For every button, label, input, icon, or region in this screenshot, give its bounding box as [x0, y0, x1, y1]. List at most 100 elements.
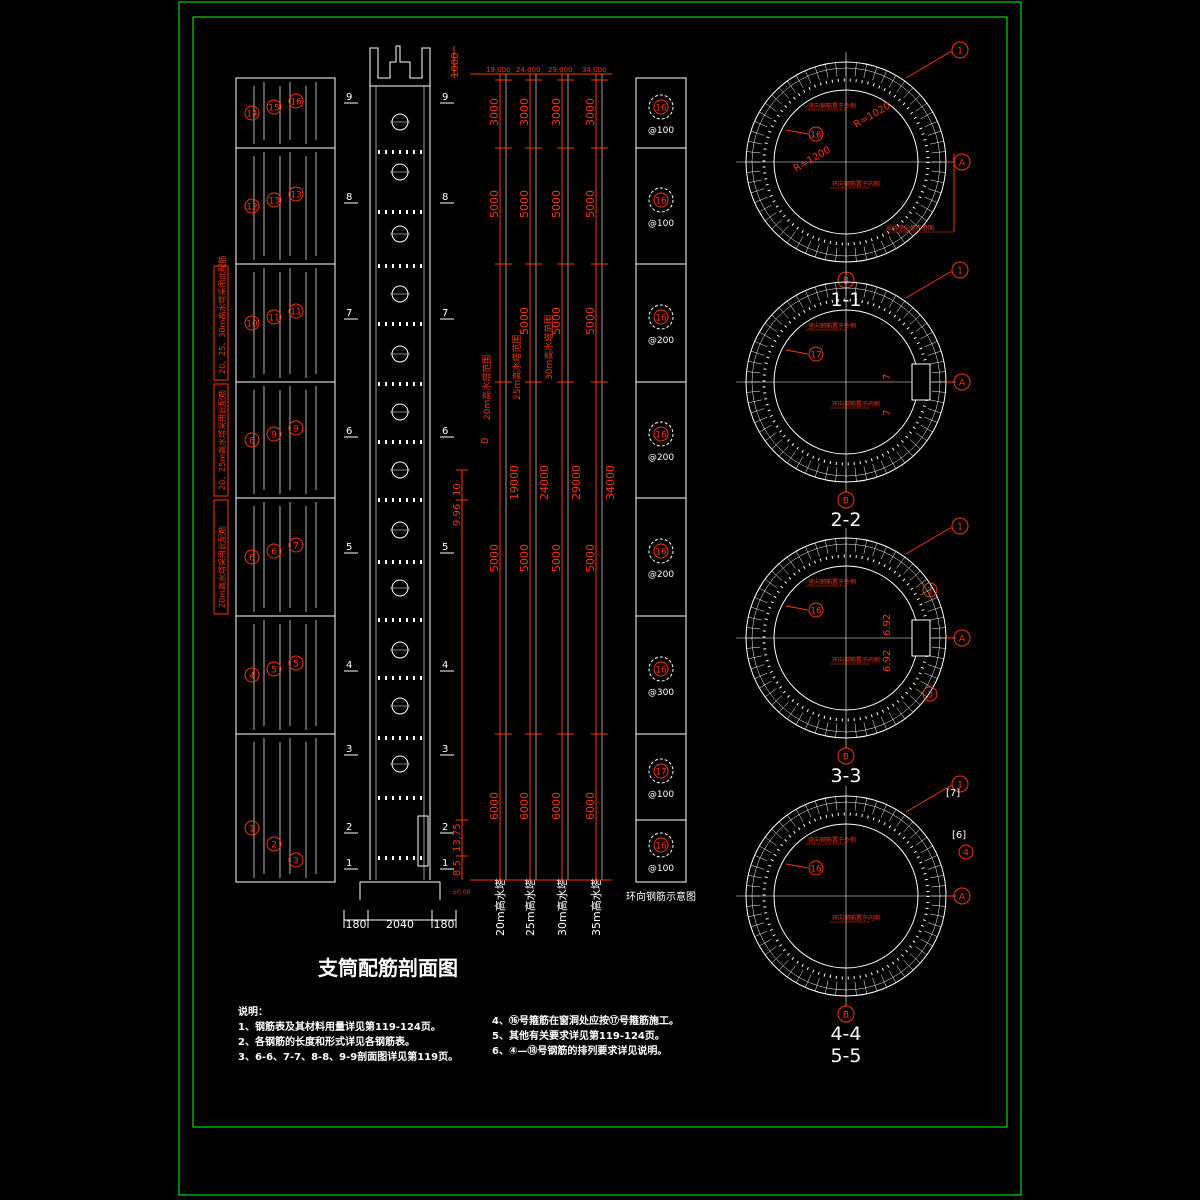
rebar-dot: [378, 150, 380, 154]
gap-dim: 6.92: [882, 650, 893, 672]
rebar-dot: [392, 618, 394, 622]
radial-rebar: [748, 874, 762, 879]
axis-b-number: B: [843, 497, 849, 507]
rebar-dot: [420, 560, 422, 564]
rebar-dot: [392, 322, 394, 326]
rebar-dot: [420, 440, 422, 444]
bar-callout-number: 2: [271, 841, 277, 851]
rebar-dot: [378, 618, 380, 622]
radial-rebar: [814, 463, 820, 478]
rebar-dot: [406, 322, 408, 326]
radial-rebar: [896, 556, 905, 569]
radial-rebar: [909, 953, 921, 964]
rebar-dot: [378, 210, 380, 214]
rebar-dot: [399, 618, 401, 622]
radial-rebar: [909, 828, 921, 839]
column-caption: 25m高水塔: [523, 878, 537, 936]
bar-callout-number: 10: [246, 320, 258, 330]
level-label: 34.000: [582, 66, 607, 74]
group-bracket: [213, 383, 229, 497]
radial-rebar: [764, 432, 777, 441]
radial-rebar: [931, 151, 946, 154]
hoop-spacing: @300: [648, 688, 674, 698]
radial-rebar: [920, 204, 933, 213]
bar-callout-circle: [288, 655, 304, 671]
radial-rebar: [896, 965, 905, 978]
radial-rebar: [927, 130, 942, 136]
radial-rebar: [764, 579, 777, 588]
radial-rebar: [872, 66, 878, 81]
rebar-dot: [392, 150, 394, 154]
radial-rebar: [835, 981, 838, 996]
section-marker-left: 2: [346, 822, 352, 833]
rebar-dot: [378, 440, 380, 444]
rebar-dot: [413, 150, 415, 154]
radial-rebar: [759, 938, 772, 947]
radial-rebar: [750, 188, 765, 194]
inner-bar-number: 17: [810, 351, 821, 361]
hoop-ring: [648, 758, 674, 784]
hoop-bar-number: 16: [655, 197, 667, 207]
radial-rebar: [931, 885, 946, 888]
radial-rebar: [748, 616, 762, 621]
group-bracket: [213, 499, 229, 615]
radial-rebar: [888, 712, 897, 725]
bar-callout-circle: [266, 543, 282, 559]
note-line: 说明：: [238, 1007, 268, 1018]
hoop-bar-circle: [653, 661, 669, 677]
radial-rebar: [795, 809, 804, 822]
rebar-dot: [385, 440, 387, 444]
column-caption: 35m高水塔: [589, 878, 603, 936]
radial-rebar: [824, 980, 829, 994]
axis-b-number: B: [843, 1011, 849, 1021]
axis-a-number: A: [959, 635, 966, 645]
bar-callout-circle: [244, 105, 260, 121]
radial-rebar: [880, 460, 887, 474]
rebar-dot: [399, 150, 401, 154]
rebar-dot: [378, 322, 380, 326]
rebar-dot: [406, 796, 408, 800]
radial-rebar: [931, 390, 946, 393]
rebar-dot: [413, 382, 415, 386]
radial-rebar: [930, 399, 944, 404]
rebar-dot: [392, 856, 394, 860]
group-bracket: [213, 265, 229, 381]
radial-rebar: [930, 140, 944, 145]
radial-rebar: [872, 800, 878, 815]
bar-callout-number: 13: [268, 197, 279, 207]
radial-rebar: [909, 439, 921, 450]
note-line: 2、各钢筋的长度和形式详见各钢筋表。: [238, 1037, 415, 1048]
rebar-dot: [385, 796, 387, 800]
radial-rebar: [896, 814, 905, 827]
radial-rebar: [863, 722, 868, 736]
radial-rebar: [824, 540, 829, 554]
radial-rebar: [787, 965, 796, 978]
rebar-dot: [420, 210, 422, 214]
bottom-dim: 2040: [386, 918, 414, 931]
zero-mark: 0: [480, 438, 491, 444]
radial-rebar: [750, 922, 765, 928]
radial-rebar: [746, 170, 761, 173]
dim-cap: 1000: [450, 53, 461, 78]
radial-rebar: [771, 953, 783, 964]
axis-a-number: A: [959, 159, 966, 169]
radial-rebar: [805, 240, 812, 254]
axis-a-circle: [953, 887, 971, 905]
radial-rebar: [778, 959, 789, 971]
outer-bar-circle: [951, 775, 969, 793]
rebar-dot: [385, 676, 387, 680]
hoop-ring: [648, 187, 674, 213]
section-marker-right: 7: [442, 308, 448, 319]
level-label: 29.000: [548, 66, 573, 74]
gap-dim: 7: [882, 410, 893, 416]
radial-rebar: [824, 64, 829, 78]
radial-rebar: [835, 247, 838, 262]
inner-bar-circle: [808, 602, 824, 618]
extra-bar-circle: [922, 686, 938, 702]
segment-value: 5000: [550, 544, 563, 572]
radial-rebar: [814, 977, 820, 992]
hoop-bar-number: 16: [655, 548, 667, 558]
group-note: 20、25m高水塔采用此配筋: [217, 390, 227, 490]
inner-frame: [192, 16, 1008, 1128]
radial-rebar: [909, 570, 921, 581]
